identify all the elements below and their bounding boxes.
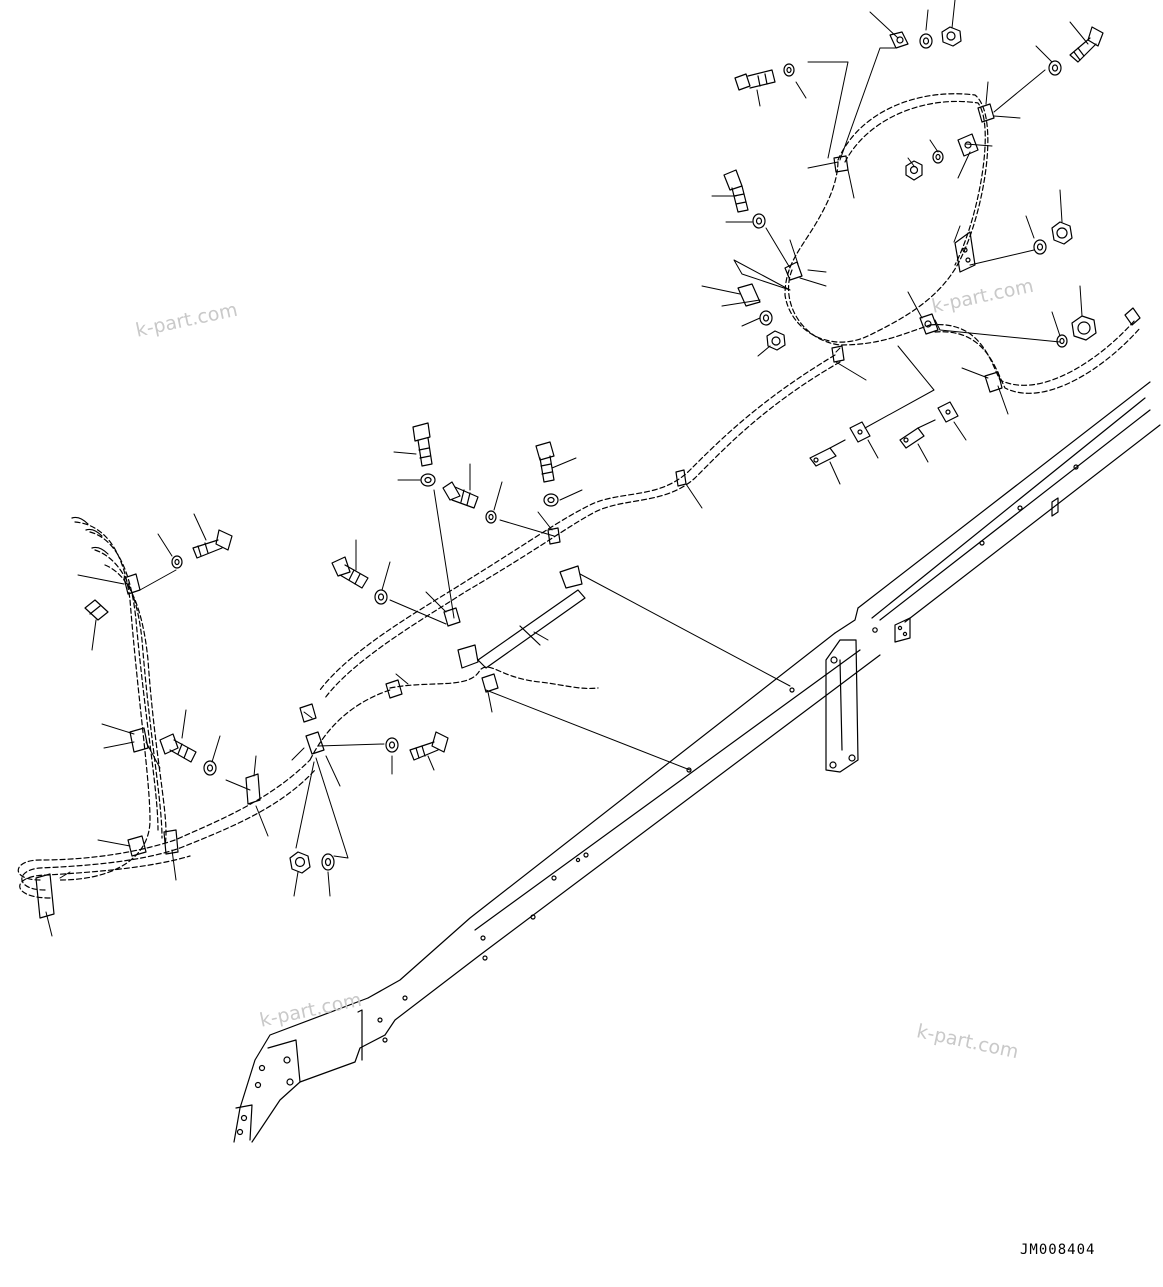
washer-10 xyxy=(485,510,497,524)
clamp-22 xyxy=(127,835,147,857)
clamp-3 xyxy=(957,133,979,157)
nut-top-1 xyxy=(941,26,962,47)
bolt-left-3 xyxy=(159,733,197,763)
washer-6 xyxy=(1033,239,1047,255)
nut-top-2 xyxy=(905,160,923,181)
clamp-5 xyxy=(784,261,803,281)
clamp-10 xyxy=(849,421,871,443)
clamp-24 xyxy=(35,873,55,919)
bolts xyxy=(84,26,1104,763)
clamp-2 xyxy=(977,103,995,123)
clamp-13 xyxy=(547,527,561,545)
washer-5 xyxy=(752,213,766,229)
clamp-9 xyxy=(984,371,1003,393)
washer-1 xyxy=(919,33,933,49)
nuts xyxy=(289,26,1097,874)
washer-13 xyxy=(374,589,388,605)
clamp-1 xyxy=(889,31,909,49)
washer-9 xyxy=(420,473,436,487)
clamps xyxy=(35,31,1003,919)
washer-15 xyxy=(385,737,399,753)
clamp-18 xyxy=(305,731,325,755)
clamp-15 xyxy=(481,673,499,693)
leader-lines xyxy=(45,0,1089,937)
hose-end-fittings xyxy=(71,231,1141,555)
terminal-1 xyxy=(809,439,846,467)
terminal-2 xyxy=(899,419,936,449)
clamp-6 xyxy=(737,283,761,307)
bolt-center-1 xyxy=(412,422,433,467)
drawing-code: JM008404 xyxy=(1020,1242,1096,1258)
washer-8 xyxy=(1056,334,1068,348)
clamp-12 xyxy=(675,469,687,487)
washer-7 xyxy=(759,310,773,326)
bolt-top-left xyxy=(734,69,776,91)
bolt-lower-center xyxy=(409,731,449,761)
clamp-8 xyxy=(831,345,845,363)
hose-routing xyxy=(17,93,1141,899)
clamp-17 xyxy=(299,703,317,723)
nut-right-1 xyxy=(1051,221,1073,245)
clamp-23 xyxy=(163,829,179,855)
nut-bottom-left xyxy=(289,851,311,874)
bolt-mid-upper xyxy=(723,169,749,213)
washer-16 xyxy=(321,853,335,871)
clamp-16 xyxy=(385,679,403,699)
washer-3 xyxy=(1048,60,1062,76)
washer-4 xyxy=(932,150,944,164)
terminals xyxy=(809,419,936,467)
washers xyxy=(171,33,1068,871)
mounting-plate xyxy=(457,565,586,669)
bolt-small-left xyxy=(84,599,109,621)
washer-12 xyxy=(171,555,183,569)
clamp-11 xyxy=(937,401,959,423)
clamp-14 xyxy=(443,607,461,627)
washer-14 xyxy=(203,760,217,776)
washer-2 xyxy=(783,63,795,77)
clamp-20 xyxy=(129,727,149,753)
boom-frame xyxy=(233,381,1161,1143)
bolt-left-1 xyxy=(192,529,233,559)
bolt-left-2 xyxy=(331,556,369,589)
bolt-top-right xyxy=(1069,26,1104,63)
clamp-7 xyxy=(919,313,939,335)
nut-mid-left xyxy=(766,330,786,351)
bolt-center-2 xyxy=(442,481,479,509)
bolt-center-3 xyxy=(535,441,555,483)
nut-right-2 xyxy=(1071,315,1097,341)
washer-11 xyxy=(543,493,559,507)
